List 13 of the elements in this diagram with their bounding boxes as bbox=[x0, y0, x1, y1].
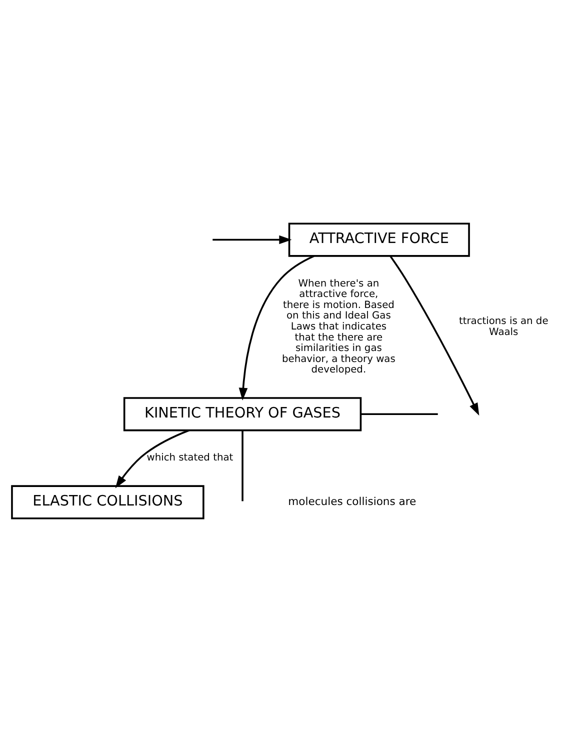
label: molecules collisions are bbox=[288, 495, 416, 508]
arrow bbox=[212, 235, 292, 244]
edge-label: When there's an attractive force, there is motion. Based on this and Ideal Gas Laws that indicates that the there are similarities in gas behavior, a theory was developed. bbox=[282, 278, 396, 376]
arrow bbox=[390, 256, 480, 416]
connector bbox=[360, 413, 438, 416]
arrow bbox=[238, 255, 314, 400]
node-box: KINETIC THEORY OF GASES bbox=[123, 397, 362, 432]
node-box: ELASTIC COLLISIONS bbox=[11, 485, 204, 520]
arrow bbox=[115, 430, 190, 488]
edge-label: ttractions is an de Waals bbox=[458, 316, 548, 338]
edge-label: which stated that bbox=[146, 452, 234, 464]
connector bbox=[242, 430, 244, 502]
node-box: ATTRACTIVE FORCE bbox=[288, 222, 470, 257]
